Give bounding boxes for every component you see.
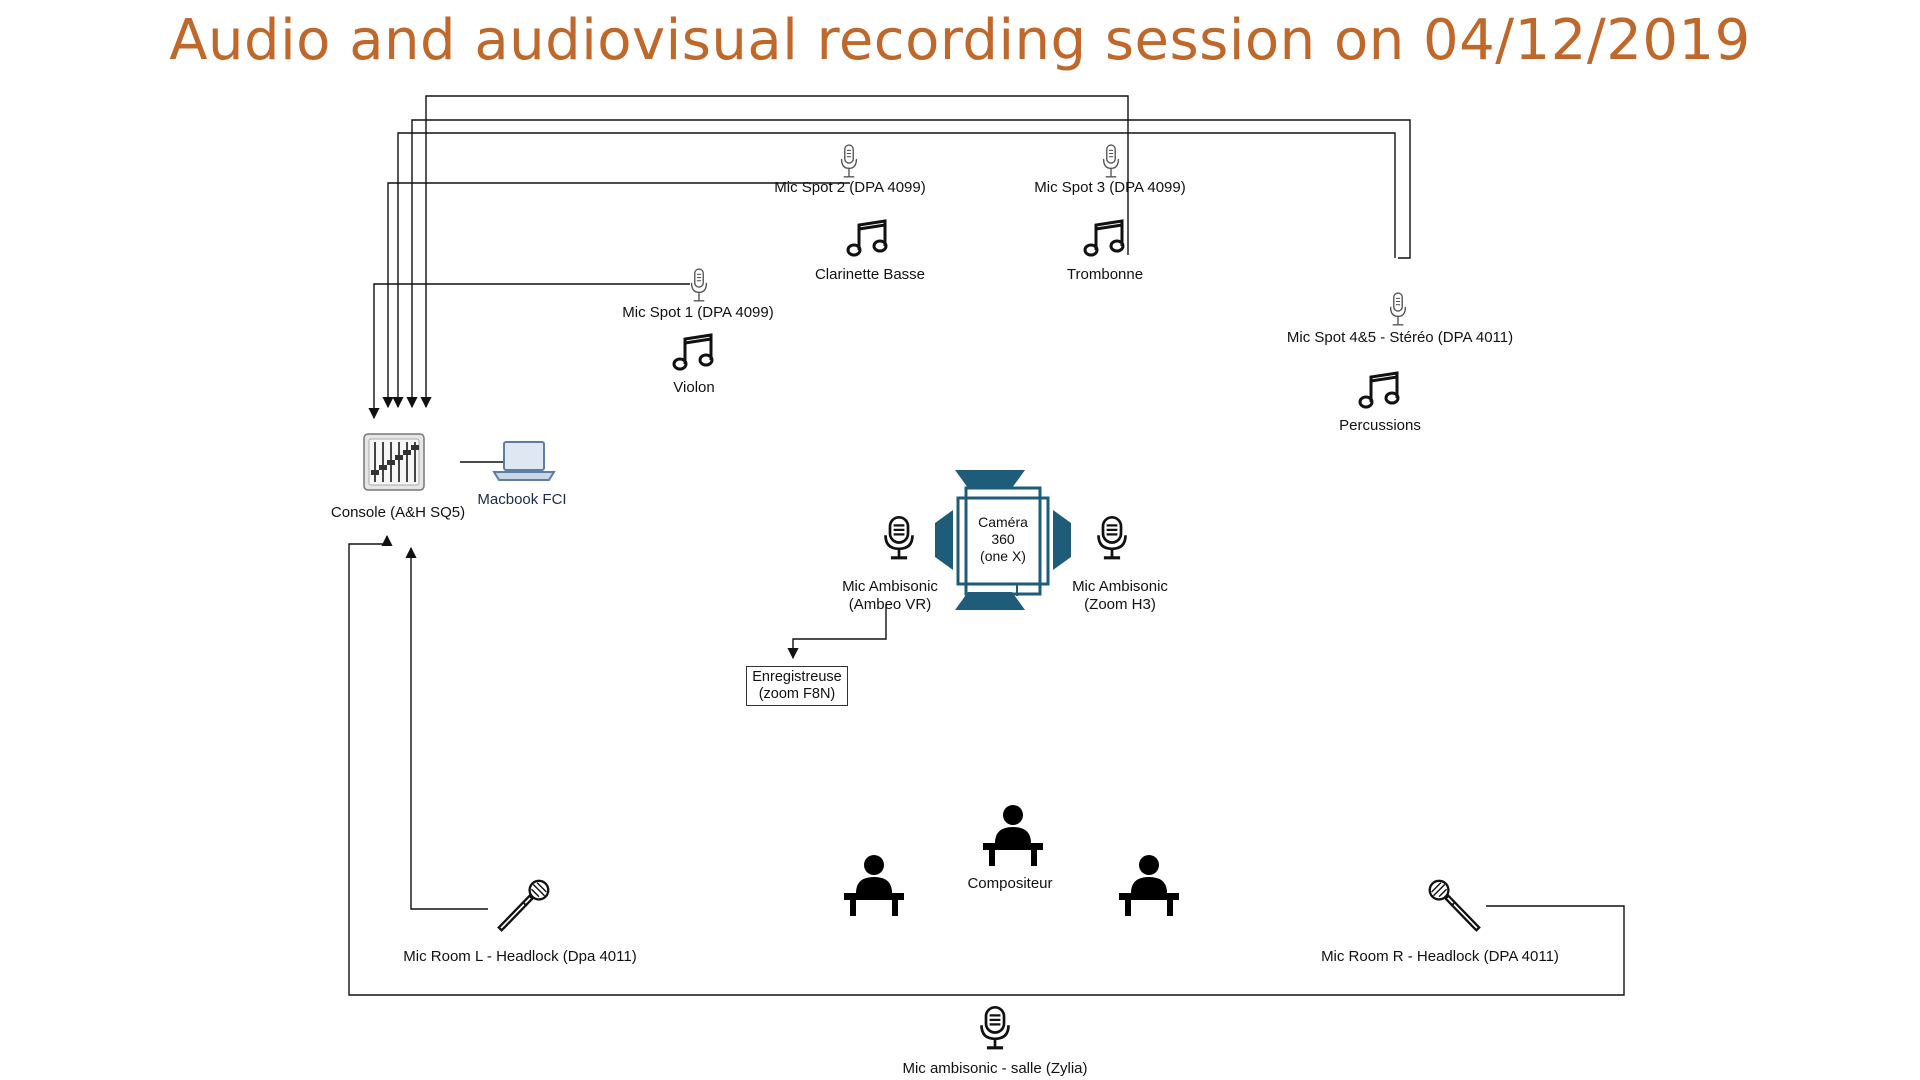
- mic-room-l-icon: [497, 879, 550, 932]
- ambeo-label-line1: Mic Ambisonic: [842, 578, 938, 595]
- musician-left-icon: [844, 855, 904, 916]
- ambeo-mic-icon: [883, 515, 915, 560]
- link-spot45-a: [420, 95, 1129, 409]
- camera-label-line1: Caméra: [978, 514, 1028, 530]
- ambeo-label-line2: (Ambeo VR): [848, 596, 932, 613]
- violon-note-icon: [672, 333, 714, 371]
- mic-room-r-icon: [1428, 879, 1481, 932]
- mic-room-l-label: Mic Room L - Headlock (Dpa 4011): [403, 948, 637, 965]
- recorder-line2: (zoom F8N): [758, 686, 836, 702]
- diagram-title: Audio and audiovisual recording session …: [169, 8, 1751, 73]
- macbook-label: Macbook FCI: [477, 491, 567, 508]
- percussions-note-icon: [1358, 371, 1400, 409]
- violon-label: Violon: [673, 379, 715, 396]
- recorder-box: Enregistreuse (zoom F8N): [746, 666, 848, 706]
- link-roomL: [405, 546, 488, 910]
- mic-spot-45-label: Mic Spot 4&5 - Stéréo (DPA 4011): [1286, 329, 1514, 346]
- zoom-h3-mic-icon: [1096, 515, 1128, 560]
- mixer-console-icon: [363, 433, 425, 491]
- mic-spot-45-icon: [1389, 292, 1407, 326]
- compositeur-label: Compositeur: [967, 875, 1053, 892]
- camera-label: Caméra 360 (one X): [965, 514, 1041, 565]
- recorder-line1: Enregistreuse: [752, 669, 842, 685]
- zoom-h3-label: Mic Ambisonic (Zoom H3): [1050, 578, 1190, 614]
- percussions-label: Percussions: [1339, 417, 1421, 434]
- mic-spot-1-icon: [690, 268, 708, 302]
- camera-360-icon: [935, 470, 1071, 610]
- mic-spot-3-label: Mic Spot 3 (DPA 4099): [1034, 179, 1186, 196]
- clarinette-note-icon: [846, 219, 888, 257]
- zoom-h3-label-line2: (Zoom H3): [1084, 596, 1156, 613]
- link-spot2: [382, 182, 850, 409]
- mic-salle-label: Mic ambisonic - salle (Zylia): [902, 1060, 1088, 1077]
- musician-right-icon: [1119, 855, 1179, 916]
- console-label: Console (A&H SQ5): [330, 504, 466, 521]
- mic-spot-2-label: Mic Spot 2 (DPA 4099): [774, 179, 926, 196]
- link-roomR: [348, 534, 1625, 996]
- link-spot1: [368, 283, 690, 420]
- trombonne-label: Trombonne: [1066, 266, 1144, 283]
- zylia-mic-icon: [979, 1005, 1011, 1050]
- link-spot45-c: [392, 132, 1396, 409]
- compositeur-icon: [983, 805, 1043, 866]
- mic-room-r-label: Mic Room R - Headlock (DPA 4011): [1321, 948, 1559, 965]
- mic-spot-1-label: Mic Spot 1 (DPA 4099): [622, 304, 774, 321]
- mic-spot-2-icon: [840, 144, 858, 178]
- zoom-h3-label-line1: Mic Ambisonic: [1072, 578, 1168, 595]
- link-spot45-b: [406, 119, 1411, 409]
- laptop-icon: [492, 441, 556, 481]
- clarinette-label: Clarinette Basse: [814, 266, 926, 283]
- link-ambeo-recorder: [787, 605, 887, 660]
- trombonne-note-icon: [1083, 219, 1125, 257]
- ambeo-label: Mic Ambisonic (Ambeo VR): [820, 578, 960, 614]
- mic-spot-3-icon: [1102, 144, 1120, 178]
- camera-label-line3: (one X): [980, 548, 1026, 564]
- camera-label-line2: 360: [991, 531, 1015, 547]
